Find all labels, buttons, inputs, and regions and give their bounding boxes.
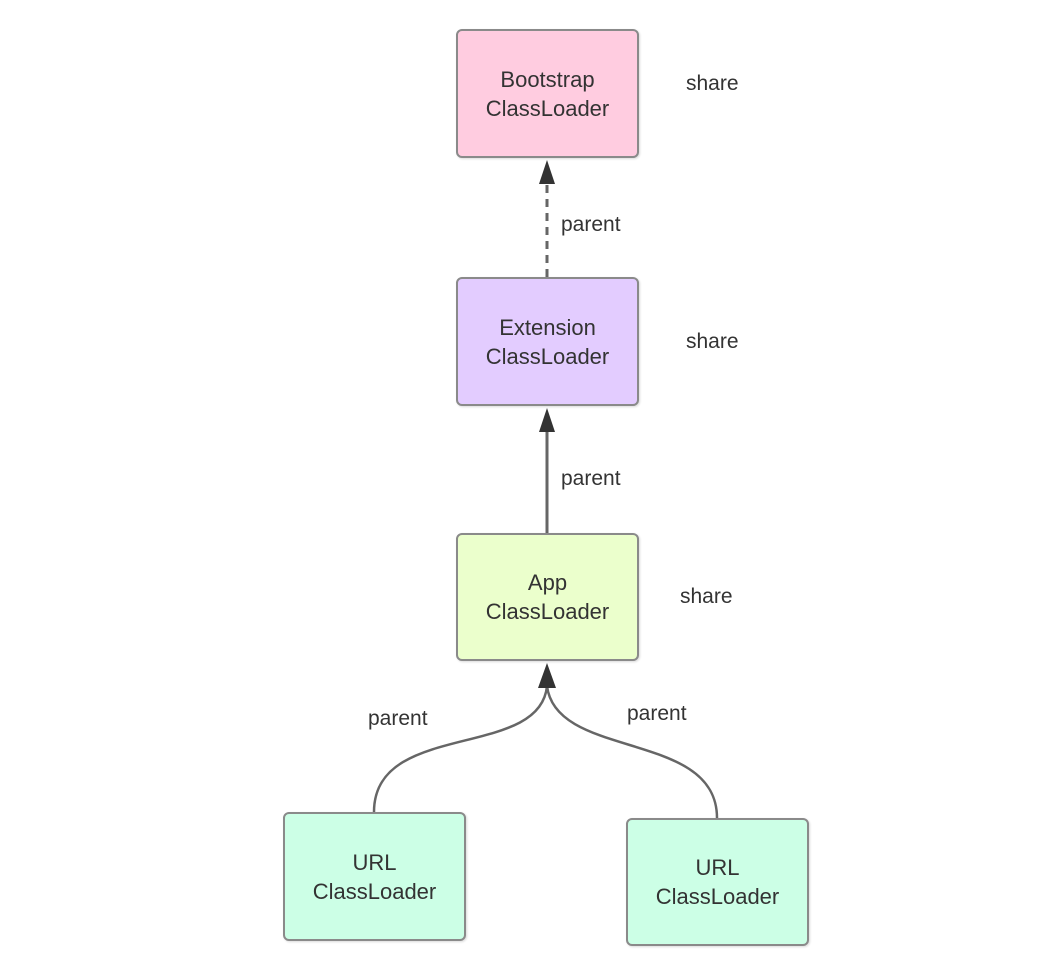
node-title: URL: [695, 855, 740, 880]
arrowhead-bootstrap: [539, 160, 555, 184]
extension-classloader-node: Extension ClassLoader: [456, 277, 639, 406]
parent-label-extension-bootstrap: parent: [561, 213, 621, 236]
edge-url-right-to-app: [545, 685, 719, 819]
node-title: URL: [352, 849, 397, 875]
url-classloader-node-right: URL ClassLoader: [626, 818, 809, 946]
node-subtitle: ClassLoader: [485, 599, 610, 624]
url-classloader-node-left: URL ClassLoader: [283, 812, 466, 941]
node-title: Bootstrap: [500, 66, 595, 92]
share-label-bootstrap: share: [686, 72, 739, 95]
bootstrap-classloader-node: Bootstrap ClassLoader: [456, 29, 639, 158]
node-subtitle: ClassLoader: [655, 884, 780, 909]
share-label-app: share: [680, 585, 733, 608]
share-label-extension: share: [686, 330, 739, 353]
node-subtitle: ClassLoader: [485, 343, 610, 369]
arrowhead-app: [538, 663, 556, 688]
app-classloader-node: App ClassLoader: [456, 533, 639, 661]
parent-label-url-right: parent: [627, 702, 687, 725]
parent-label-url-left: parent: [368, 707, 428, 730]
parent-label-app-extension: parent: [561, 467, 621, 490]
node-subtitle: ClassLoader: [485, 95, 610, 121]
edge-url-left-to-app: [372, 685, 549, 813]
node-title: App: [527, 570, 568, 595]
arrowhead-extension: [539, 408, 555, 432]
node-title: Extension: [499, 314, 596, 340]
node-subtitle: ClassLoader: [312, 878, 437, 904]
